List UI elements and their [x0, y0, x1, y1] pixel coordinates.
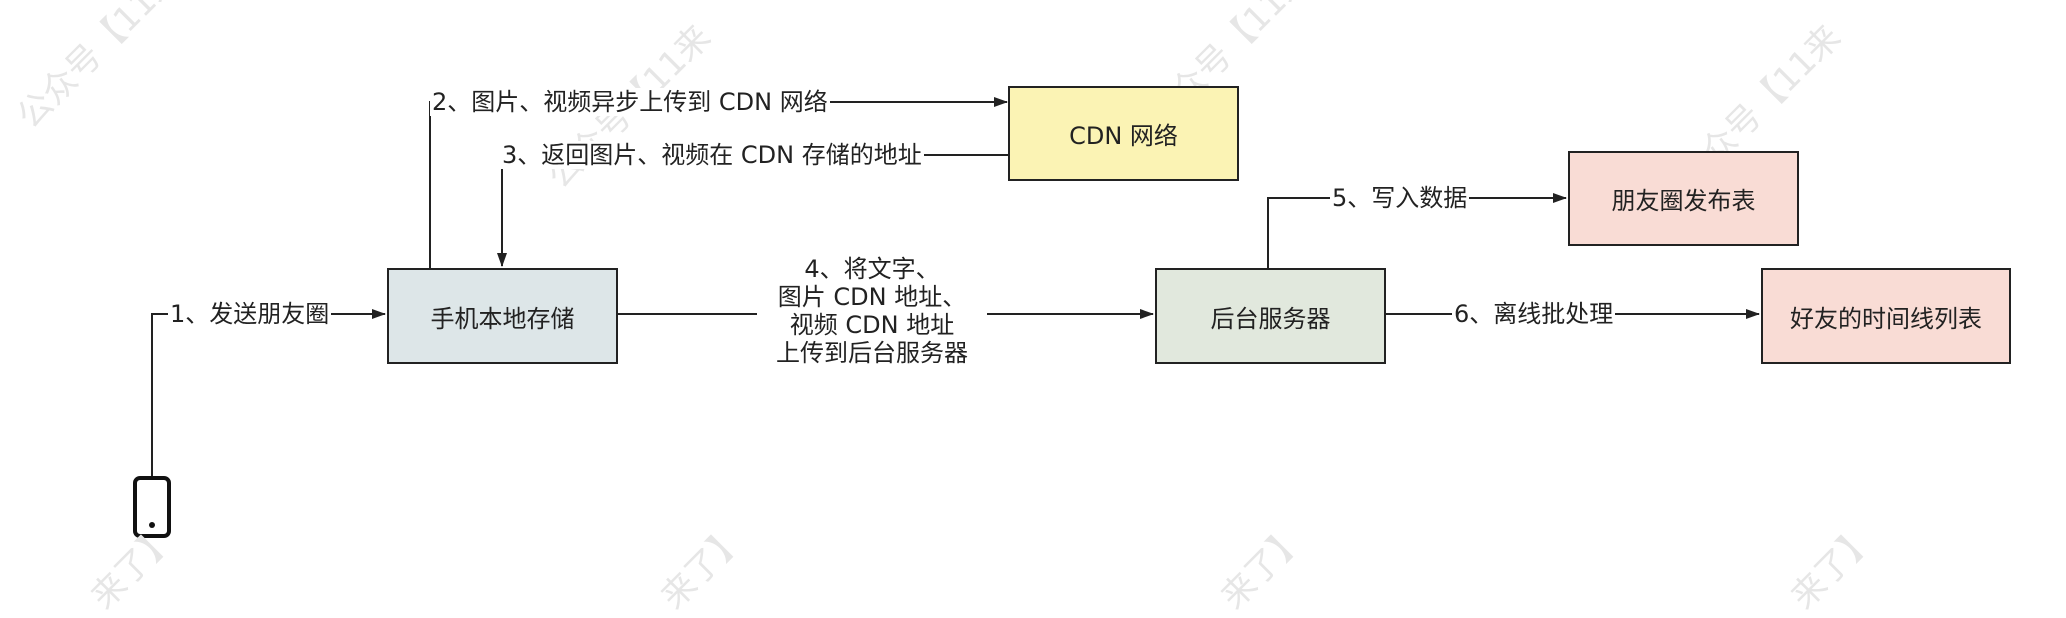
edge-label-step6: 6、离线批处理 — [1452, 300, 1616, 328]
node-local-storage: 手机本地存储 — [387, 268, 618, 364]
node-cdn-label: CDN 网络 — [1069, 122, 1178, 150]
edge-step2 — [429, 97, 1008, 268]
node-backend: 后台服务器 — [1155, 268, 1386, 364]
phone-icon — [133, 476, 171, 538]
node-cdn: CDN 网络 — [1008, 86, 1239, 181]
edge-label-step5: 5、写入数据 — [1330, 184, 1470, 212]
node-moments-table: 朋友圈发布表 — [1568, 151, 1799, 246]
edge-label-step3: 3、返回图片、视频在 CDN 存储的地址 — [500, 141, 924, 169]
edge-label-step4-line: 上传到后台服务器 — [776, 339, 968, 367]
edge-label-step2: 2、图片、视频异步上传到 CDN 网络 — [430, 88, 830, 116]
node-moments-table-label: 朋友圈发布表 — [1611, 187, 1756, 215]
edge-label-step4: 4、将文字、 图片 CDN 地址、 视频 CDN 地址 上传到后台服务器 — [757, 255, 987, 367]
node-local-storage-label: 手机本地存储 — [430, 304, 575, 333]
edge-label-step4-line: 图片 CDN 地址、 — [777, 283, 967, 311]
node-timeline-table: 好友的时间线列表 — [1761, 268, 2011, 364]
edge-step3 — [497, 154, 1008, 267]
node-backend-label: 后台服务器 — [1210, 304, 1331, 333]
edge-label-step1: 1、发送朋友圈 — [168, 300, 332, 328]
edge-step1 — [151, 309, 386, 476]
edge-label-step4-line: 4、将文字、 — [804, 255, 940, 283]
edge-label-step4-line: 视频 CDN 地址 — [789, 311, 955, 339]
node-timeline-table-label: 好友的时间线列表 — [1790, 304, 1982, 333]
